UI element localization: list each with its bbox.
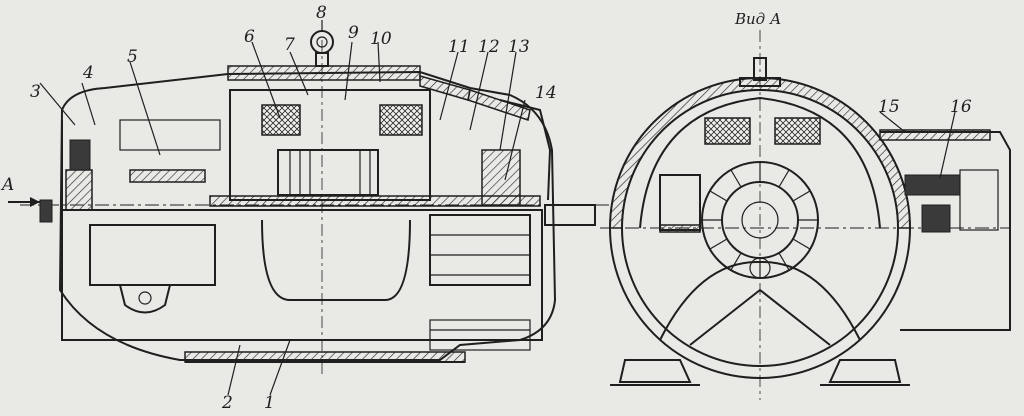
label-6: 6 (244, 27, 255, 47)
winding-right (379, 104, 423, 136)
end-view (600, 30, 1011, 400)
label-15: 15 (878, 97, 900, 117)
label-2: 2 (221, 393, 233, 412)
side-section-view (8, 20, 610, 396)
label-14: 14 (535, 83, 557, 103)
label-10: 10 (370, 29, 392, 49)
label-4: 4 (82, 63, 94, 83)
label-11: 11 (448, 37, 470, 57)
label-16: 16 (950, 97, 972, 117)
winding-left (261, 104, 301, 136)
label-9: 9 (348, 23, 359, 43)
label-1: 1 (264, 393, 275, 412)
view-title: Вид А (734, 10, 781, 28)
frame-top-hatch (227, 65, 421, 81)
label-12: 12 (478, 37, 500, 57)
label-7: 7 (284, 35, 295, 55)
arrow-a-label: A (0, 175, 14, 195)
label-13: 13 (508, 37, 530, 57)
part-labels: 3 4 5 6 7 8 9 10 11 12 13 14 2 1 A 15 16… (0, 3, 972, 413)
label-3: 3 (30, 82, 41, 102)
label-8: 8 (316, 3, 327, 23)
label-5: 5 (127, 47, 138, 67)
